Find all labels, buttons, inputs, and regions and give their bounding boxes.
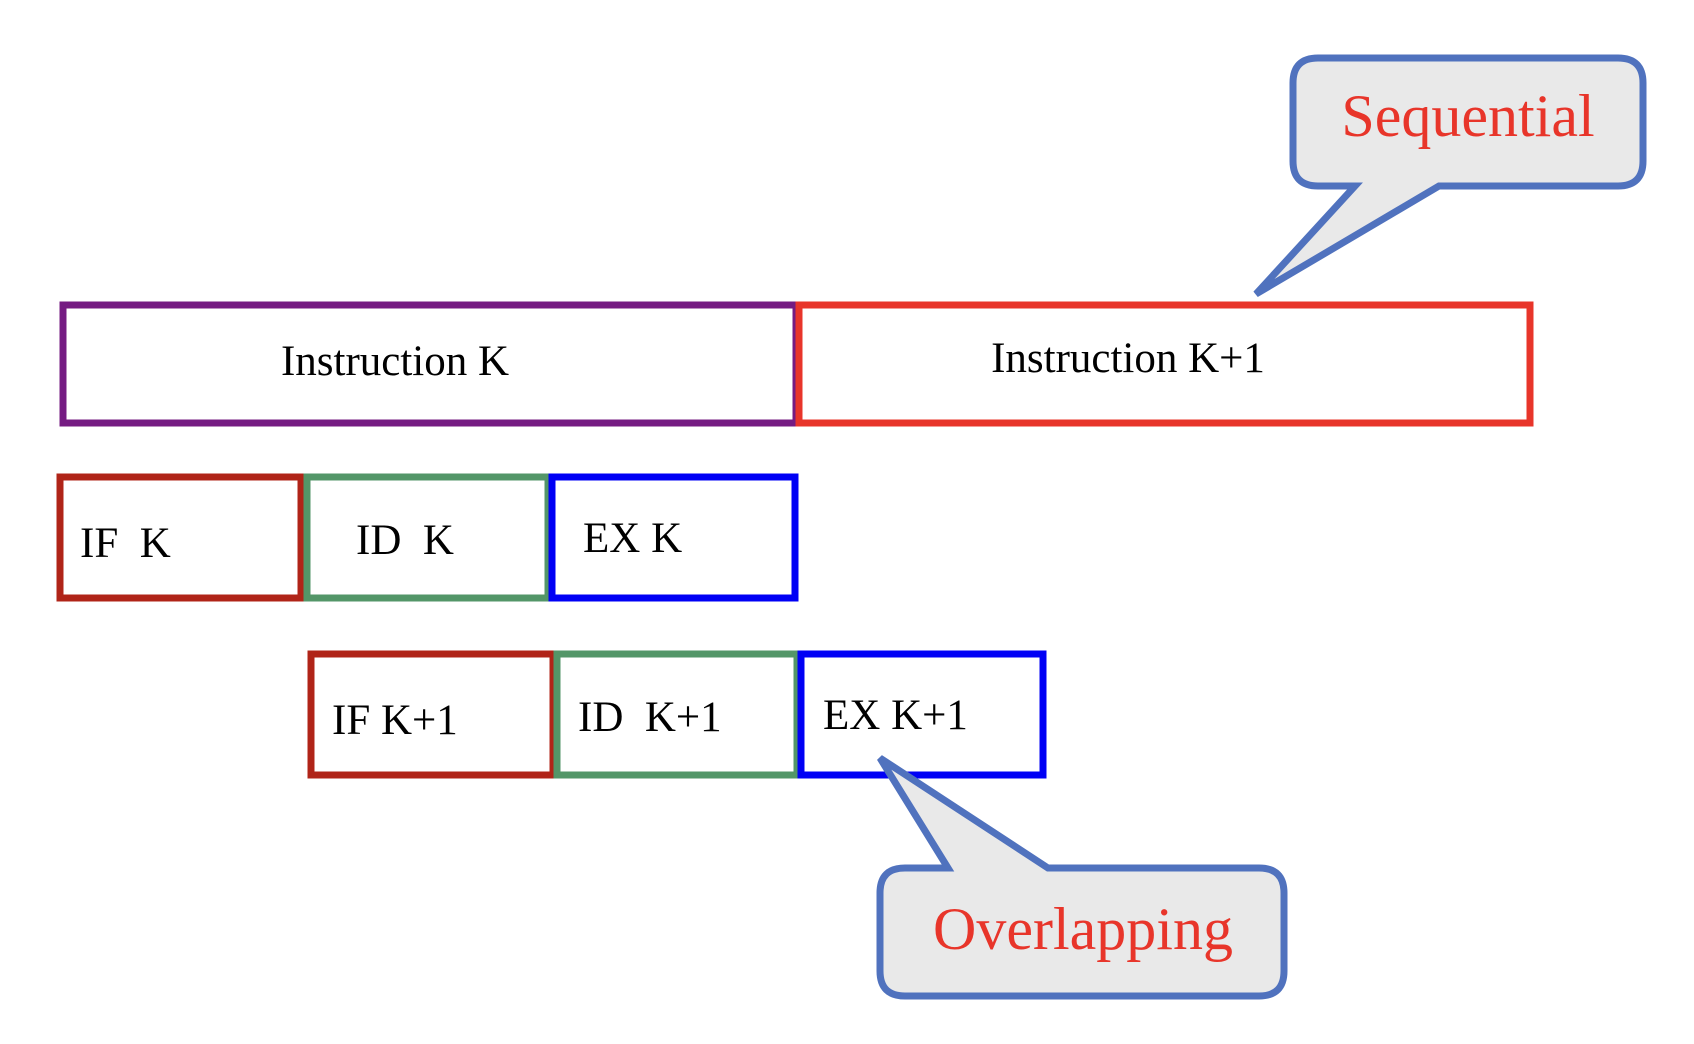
ex-k1-label: EX K+1 <box>823 692 968 739</box>
if-k1-label: IF K+1 <box>332 697 458 744</box>
instruction-k1-label: Instruction K+1 <box>991 335 1265 382</box>
sequential-label: Sequential <box>1341 83 1594 149</box>
id-k1-label: ID K+1 <box>578 694 722 741</box>
ex-k-label: EX K <box>583 515 682 562</box>
id-k-label: ID K <box>356 517 454 564</box>
if-k-box <box>56 473 305 602</box>
sequential-callout: Sequential <box>1253 54 1647 298</box>
instruction-k-label: Instruction K <box>281 338 509 385</box>
id-k-box <box>303 473 552 602</box>
if-k1-box <box>307 650 557 779</box>
id-k1-box <box>553 650 801 779</box>
overlapping-label: Overlapping <box>933 896 1233 962</box>
instruction-k1-box <box>795 301 1534 427</box>
if-k-label: IF K <box>80 520 171 567</box>
ex-k1-box <box>797 650 1047 779</box>
overlapping-callout: Overlapping <box>876 755 1288 1000</box>
ex-k-box <box>548 473 799 602</box>
